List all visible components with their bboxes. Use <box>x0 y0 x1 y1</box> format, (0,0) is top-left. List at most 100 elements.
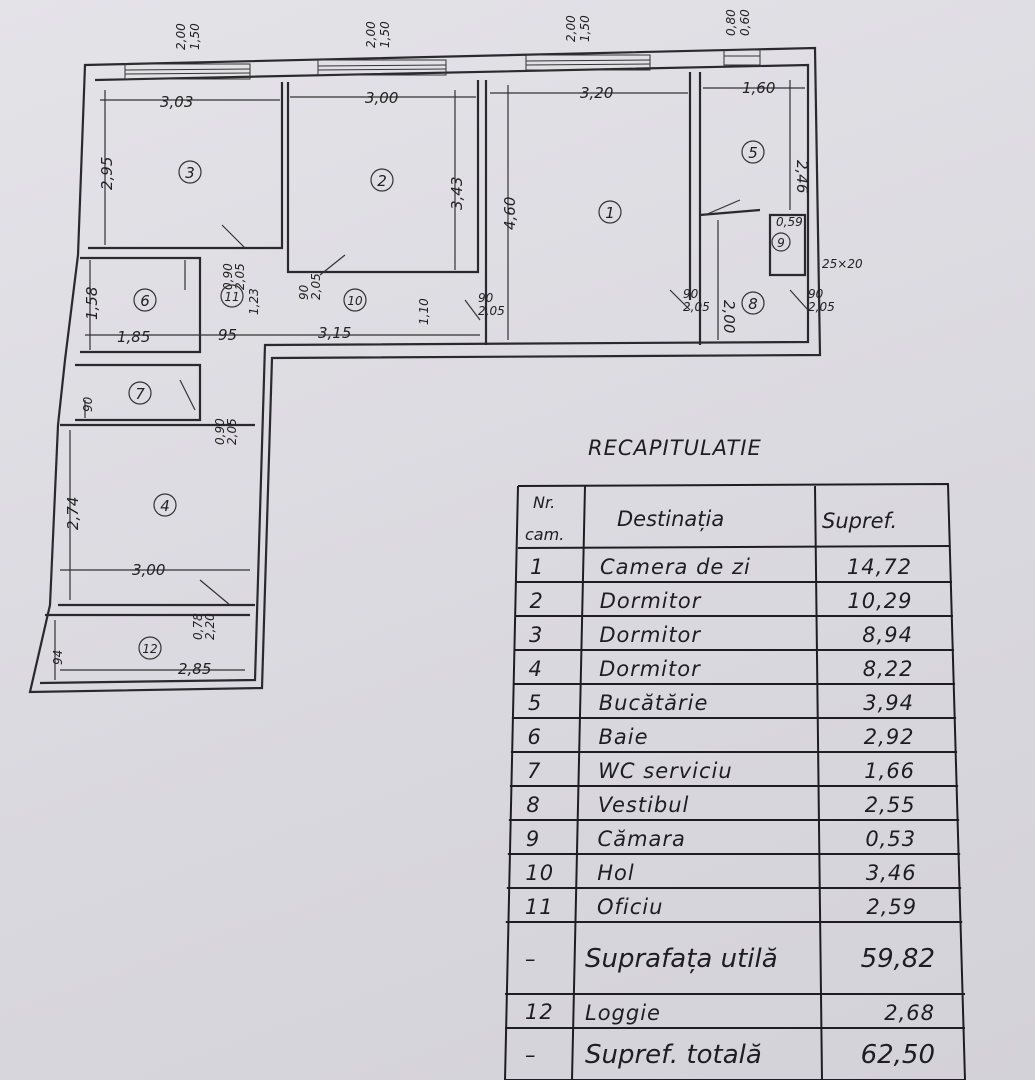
row-destination: Cămara <box>598 827 686 851</box>
svg-text:11: 11 <box>224 290 239 304</box>
svg-text:4: 4 <box>160 497 170 515</box>
row-number: 12 <box>525 1000 554 1024</box>
row-destination: Dormitor <box>600 589 702 613</box>
row-area: 8,22 <box>863 657 914 681</box>
row-destination: Oficiu <box>597 895 663 919</box>
room-7-marker: 7 <box>128 381 152 405</box>
dim-room9: 0,59 <box>776 215 803 229</box>
svg-text:10: 10 <box>347 294 363 308</box>
room-1-marker: 1 <box>598 200 622 224</box>
row-area: 1,66 <box>864 759 915 783</box>
row-number: 2 <box>529 589 543 613</box>
row-number: 8 <box>526 793 540 817</box>
door-label: 0,902,05 <box>213 418 239 445</box>
row-number: 7 <box>527 759 541 783</box>
row-area: 2,92 <box>864 725 915 749</box>
row-destination: Dormitor <box>599 623 701 647</box>
row-number: 1 <box>530 555 544 579</box>
header-nr: Nr. <box>533 493 555 512</box>
row-destination: Baie <box>598 725 648 749</box>
room-10-marker: 10 <box>343 288 367 312</box>
room-5-marker: 5 <box>741 140 765 164</box>
window-1-label: 2,001,50 <box>174 23 202 50</box>
row-destination: Suprafața utilă <box>585 944 778 974</box>
summary-title: RECAPITULATIE <box>588 436 762 460</box>
dim-duct: 25×20 <box>822 257 863 271</box>
dim-hall-c: 1,10 <box>417 298 431 325</box>
window-3-label: 2,001,50 <box>564 15 592 42</box>
window-labels: 2,001,50 2,001,50 2,001,50 0,800,60 <box>174 9 752 50</box>
row-area: 3,46 <box>866 861 917 885</box>
svg-text:3: 3 <box>185 164 195 182</box>
row-area: 62,50 <box>861 1040 935 1070</box>
row-destination: Loggie <box>585 1001 661 1025</box>
dim-room12-height: 94 <box>51 650 65 665</box>
svg-text:2: 2 <box>377 172 387 190</box>
room-2-marker: 2 <box>370 168 394 192</box>
dim-room6-width: 1,85 <box>117 328 150 346</box>
dim-room7-height: 90 <box>81 396 95 412</box>
door-label: 0,902,05 <box>221 263 247 290</box>
room-8-marker: 8 <box>741 291 765 315</box>
dim-room4-width: 3,00 <box>132 561 165 579</box>
svg-text:9: 9 <box>777 236 785 250</box>
room-11-marker: 11 <box>220 284 244 308</box>
svg-text:5: 5 <box>748 144 758 162</box>
row-number: 11 <box>525 895 554 919</box>
row-area: 59,82 <box>861 944 935 974</box>
row-area: 3,94 <box>863 691 914 715</box>
row-number: – <box>525 947 537 971</box>
room-4-marker: 4 <box>153 493 177 517</box>
row-number: 3 <box>529 623 543 647</box>
interior-walls <box>45 72 807 617</box>
row-area: 10,29 <box>847 589 912 613</box>
row-destination: Supref. totală <box>585 1040 762 1070</box>
row-destination: Bucătărie <box>599 691 709 715</box>
window-2-label: 2,001,50 <box>364 21 392 48</box>
row-number: 10 <box>525 861 554 885</box>
row-number: – <box>525 1043 537 1067</box>
row-destination: WC serviciu <box>598 759 733 783</box>
dim-room11-height: 1,23 <box>247 288 261 315</box>
dim-room3-height: 2,95 <box>98 157 116 190</box>
svg-text:1: 1 <box>605 204 615 222</box>
dim-room2-width: 3,00 <box>365 89 398 107</box>
svg-text:12: 12 <box>142 642 157 656</box>
header-destination: Destinația <box>617 507 724 531</box>
row-area: 14,72 <box>847 555 912 579</box>
dim-room4-height: 2,74 <box>64 497 82 530</box>
header-area: Supref. <box>822 509 897 533</box>
row-destination: Camera de zi <box>600 555 751 579</box>
header-cam: cam. <box>525 525 564 544</box>
door-label: 902,05 <box>297 273 323 300</box>
dim-hall-b: 3,15 <box>318 324 351 342</box>
window-4-label: 0,800,60 <box>724 9 752 36</box>
dim-room2-height: 3,43 <box>448 177 466 210</box>
dimension-labels: 3,03 2,95 3,00 3,43 3,20 4,60 1,60 2,46 … <box>51 79 863 678</box>
row-destination: Hol <box>597 861 634 885</box>
row-number: 6 <box>527 725 541 749</box>
row-area: 0,53 <box>865 827 916 851</box>
dim-room12-width: 2,85 <box>178 660 211 678</box>
row-destination: Dormitor <box>599 657 701 681</box>
windows <box>124 49 761 80</box>
row-number: 9 <box>526 827 540 851</box>
dim-room5-width: 1,60 <box>742 79 775 97</box>
dim-hall-a: 95 <box>218 326 237 344</box>
dim-room3-width: 3,03 <box>160 93 193 111</box>
room-3-marker: 3 <box>178 160 202 184</box>
dim-room6-height: 1,58 <box>83 287 101 320</box>
row-destination: Vestibul <box>598 793 690 817</box>
row-area: 2,55 <box>865 793 916 817</box>
svg-text:7: 7 <box>135 385 145 403</box>
svg-text:8: 8 <box>748 295 758 313</box>
row-area: 8,94 <box>862 623 913 647</box>
dim-room1-width: 3,20 <box>580 84 613 102</box>
dim-room1-height: 4,60 <box>501 197 519 230</box>
row-number: 5 <box>528 691 542 715</box>
